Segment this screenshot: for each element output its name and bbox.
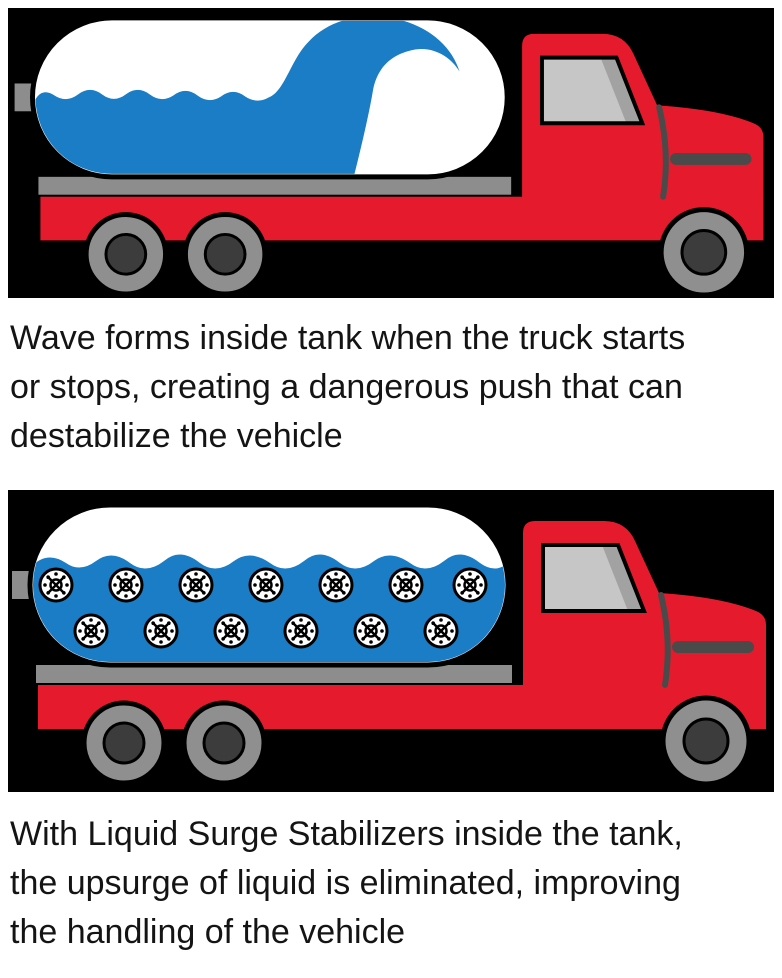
tanker-truck-stabilizer-graphic: [8, 502, 766, 787]
fender-seam: [658, 592, 671, 688]
hood-accent: [672, 641, 754, 653]
stabilizer-disc: [248, 567, 284, 603]
rear-wheel-2: [181, 700, 267, 786]
stabilizer-disc: [143, 613, 179, 649]
caption-stabilizers-line-3: the handling of the vehicle: [10, 913, 406, 951]
stabilizer-disc: [213, 613, 249, 649]
caption-stabilizers-line-1: With Liquid Surge Stabilizers inside the…: [10, 815, 683, 853]
cab-window: [539, 55, 646, 126]
stabilizer-disc: [318, 567, 354, 603]
rear-wheel-1: [83, 212, 169, 297]
stabilizer-disc: [388, 567, 424, 603]
top-illustration-panel: [8, 8, 774, 298]
liquid-inside-tank: [33, 554, 505, 662]
stabilizer-disc: [108, 567, 144, 603]
caption-wave-line-1: Wave forms inside tank when the truck st…: [10, 319, 686, 357]
stabilizer-disc: [38, 567, 74, 603]
front-wheel: [658, 207, 750, 298]
window-glare-icon: [600, 57, 643, 124]
window-glare-icon: [602, 545, 644, 611]
stabilizer-disc: [353, 613, 389, 649]
stabilizer-disc: [73, 613, 109, 649]
bottom-illustration-panel: [8, 490, 774, 792]
caption-stabilizers-line-2: the upsurge of liquid is eliminated, imp…: [10, 864, 681, 902]
stabilizer-disc: [178, 567, 214, 603]
wave-inside-tank: [35, 20, 460, 174]
cab-window: [541, 543, 647, 613]
stabilizer-disc: [283, 613, 319, 649]
hood-accent: [670, 153, 752, 165]
caption-stabilizers: With Liquid Surge Stabilizers inside the…: [0, 792, 782, 978]
stabilizer-disc: [452, 567, 488, 603]
caption-wave-line-3: destabilize the vehicle: [10, 417, 343, 455]
rear-wheel-1: [81, 700, 167, 786]
wave-icon: [35, 20, 460, 174]
fender-seam: [656, 104, 669, 200]
stabilizer-disc: [423, 613, 459, 649]
caption-wave: Wave forms inside tank when the truck st…: [0, 298, 782, 490]
front-wheel: [660, 695, 752, 787]
rear-wheel-2: [182, 212, 268, 297]
caption-wave-line-2: or stops, creating a dangerous push that…: [10, 368, 683, 406]
tanker-truck-wave-graphic: [10, 15, 764, 298]
